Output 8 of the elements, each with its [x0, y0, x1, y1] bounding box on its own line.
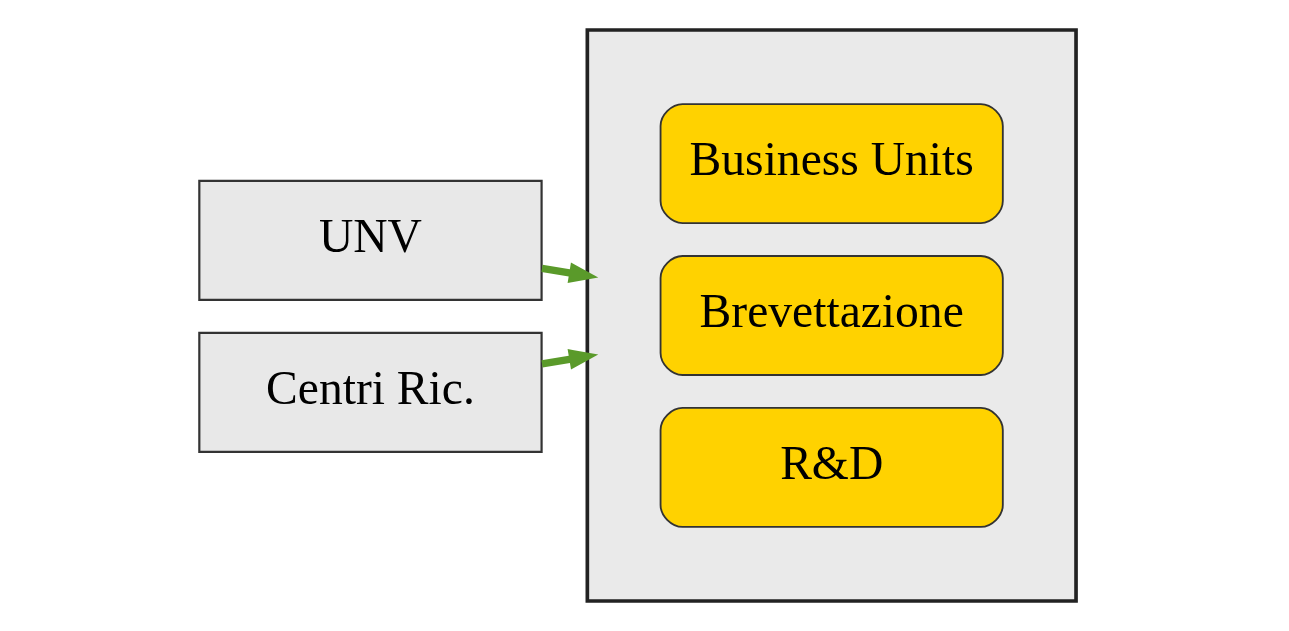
arrow	[540, 349, 598, 370]
node-box: R&D	[659, 407, 1004, 528]
node-box: Centri Ric.	[197, 331, 543, 453]
cluster	[585, 28, 1078, 603]
node-box: Brevettazione	[659, 255, 1004, 376]
arrow	[540, 262, 598, 283]
node-box: UNV	[197, 179, 543, 302]
node-box: Business Units	[659, 103, 1004, 224]
